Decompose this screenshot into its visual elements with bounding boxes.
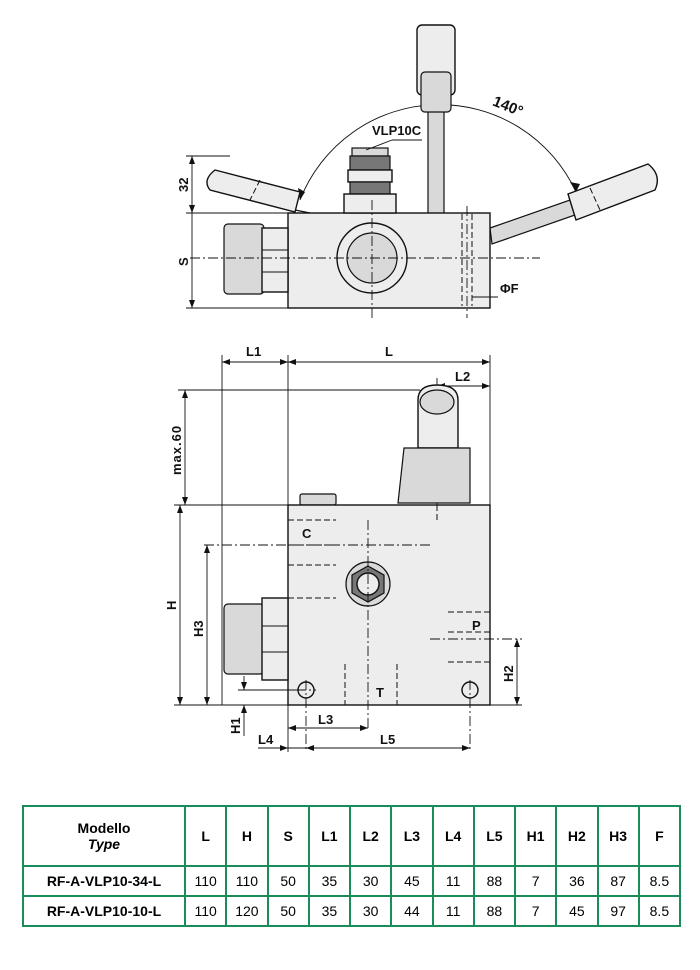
table-cell: 88 [472, 895, 517, 927]
front-body [287, 504, 491, 706]
spec-table: Modello Type L H S L1 L2 L3 L4 L5 H1 H2 … [22, 805, 682, 927]
front-lever [397, 384, 471, 504]
table-cell: 8.5 [637, 865, 682, 897]
table-row: RF-A-VLP10-34-L 110 110 50 35 30 45 11 8… [22, 865, 682, 897]
front-view: L1 L L2 max.60 [164, 344, 522, 752]
table-row: RF-A-VLP10-10-L 110 120 50 35 30 44 11 8… [22, 895, 682, 927]
column-header: L5 [472, 805, 517, 867]
vlp10c-valve [343, 147, 397, 214]
table-cell: 30 [348, 895, 393, 927]
table-cell: 8.5 [637, 895, 682, 927]
table-cell: 11 [431, 865, 475, 897]
column-header: H2 [555, 805, 599, 867]
angle-label: 140° [490, 93, 525, 120]
table-cell: 45 [390, 865, 434, 897]
table-cell: 7 [513, 895, 558, 927]
table-cell: 110 [225, 865, 269, 897]
table-cell: 110 [183, 895, 228, 927]
column-header: L1 [307, 805, 352, 867]
dim-32: 32 [176, 178, 191, 192]
dim-s: S [176, 257, 191, 266]
valve-label: VLP10C [372, 123, 422, 138]
dim-l4: L4 [258, 732, 274, 747]
table-cell: 36 [555, 865, 599, 897]
dim-h: H [164, 601, 179, 610]
dim-l3: L3 [318, 712, 333, 727]
table-cell: 87 [596, 865, 640, 897]
column-header: H [225, 805, 269, 867]
table-cell: 30 [348, 865, 393, 897]
dim-h3: H3 [191, 620, 206, 637]
table-cell: 50 [266, 865, 310, 897]
column-header: L4 [431, 805, 475, 867]
column-header: S [266, 805, 310, 867]
dim-h1: H1 [228, 717, 243, 734]
port-t: T [376, 685, 384, 700]
vertical-lever [416, 24, 456, 215]
table-cell: 11 [431, 895, 475, 927]
dim-f: ΦF [500, 281, 519, 296]
column-header: L [183, 805, 228, 867]
table-header-row: Modello Type L H S L1 L2 L3 L4 L5 H1 H2 … [22, 805, 682, 867]
table-cell: 88 [472, 865, 517, 897]
port-p: P [472, 618, 481, 633]
table-cell: 35 [307, 865, 352, 897]
table-cell: 35 [307, 895, 352, 927]
table-cell: 97 [596, 895, 640, 927]
dim-l1: L1 [246, 344, 261, 359]
dim-l5: L5 [380, 732, 395, 747]
table-cell: 7 [513, 865, 558, 897]
column-header: H3 [596, 805, 640, 867]
table-cell: 44 [390, 895, 434, 927]
table-cell: 45 [555, 895, 599, 927]
model-header-line1: Modello [77, 820, 131, 836]
dim-h2: H2 [501, 665, 516, 682]
column-header: F [637, 805, 682, 867]
column-header: H1 [513, 805, 558, 867]
model-cell: RF-A-VLP10-10-L [22, 895, 186, 927]
model-cell: RF-A-VLP10-34-L [22, 865, 186, 897]
dim-l2: L2 [455, 369, 470, 384]
dim-max60: max.60 [169, 425, 184, 475]
table-cell: 120 [225, 895, 269, 927]
technical-drawing: 140° [164, 24, 658, 752]
model-header: Modello Type [22, 805, 186, 867]
dim-l: L [385, 344, 393, 359]
port-c: C [302, 526, 312, 541]
right-lever [489, 163, 658, 245]
model-header-line2: Type [87, 836, 121, 852]
column-header: L2 [348, 805, 393, 867]
column-header: L3 [390, 805, 434, 867]
table-cell: 110 [183, 865, 228, 897]
table-cell: 50 [266, 895, 310, 927]
top-view: 140° [176, 24, 658, 318]
